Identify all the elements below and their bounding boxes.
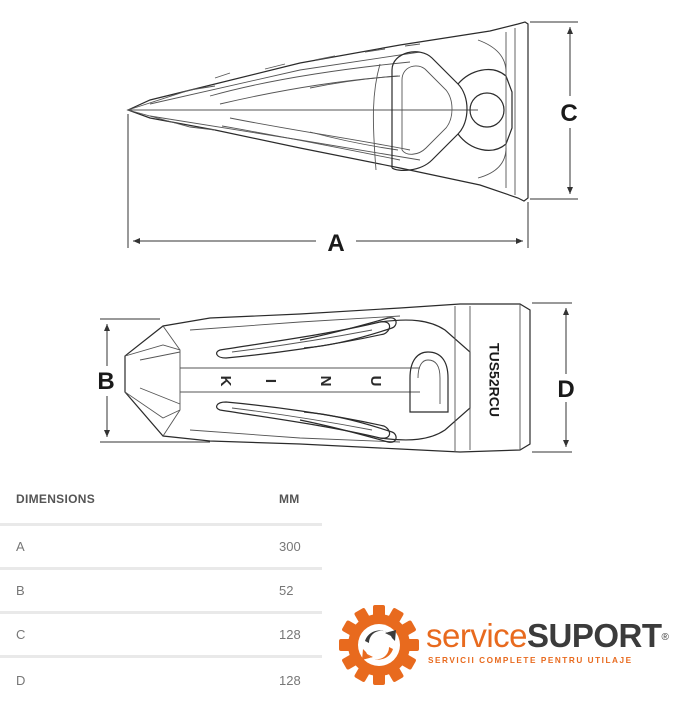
engraving-letter-i: I [262,379,279,383]
dimension-a: A [127,114,529,257]
brand-name: serviceSUPORT® [426,617,669,654]
brand-part-service: service [426,617,528,654]
header-mm: MM [279,491,300,506]
dimension-d: D [532,302,575,453]
header-dimensions: DIMENSIONS [16,491,96,506]
row-value: 300 [279,539,301,554]
label-b: B [97,368,114,395]
label-a: A [327,230,344,257]
row-dimension: A [16,539,25,554]
table-header-row: DIMENSIONS MM [0,474,322,526]
side-view [126,21,529,202]
table-row: B 52 [0,570,322,614]
table-row: C 128 [0,614,322,658]
brand-tagline: SERVICII COMPLETE PENTRU UTILAJE [428,656,633,665]
row-dimension: C [16,627,26,642]
label-d: D [557,376,574,403]
top-view [124,303,531,453]
row-value: 52 [279,583,294,598]
row-value: 128 [279,627,301,642]
servicesuport-logo: serviceSUPORT® SERVICII COMPLETE PENTRU … [338,602,688,692]
part-number-engraving: TUS52RCU [486,343,502,417]
table-row: D 128 [0,658,322,702]
brand-part-suport: SUPORT [527,617,662,654]
table-row: A 300 [0,526,322,570]
row-dimension: D [16,672,26,688]
dimension-b: B [97,318,210,443]
technical-drawing: C A K I [97,21,578,453]
gear-icon [339,605,419,685]
row-value: 128 [279,672,301,688]
engraving-letter-k: K [217,376,234,387]
engraving-letter-u: U [367,376,384,387]
row-dimension: B [16,583,25,598]
dimension-c: C [530,21,578,200]
dimensions-table: DIMENSIONS MM A 300 B 52 C 128 D 128 [0,474,322,702]
registered-mark: ® [661,632,669,643]
engraving-letter-n: N [317,376,334,387]
label-c: C [560,100,577,127]
